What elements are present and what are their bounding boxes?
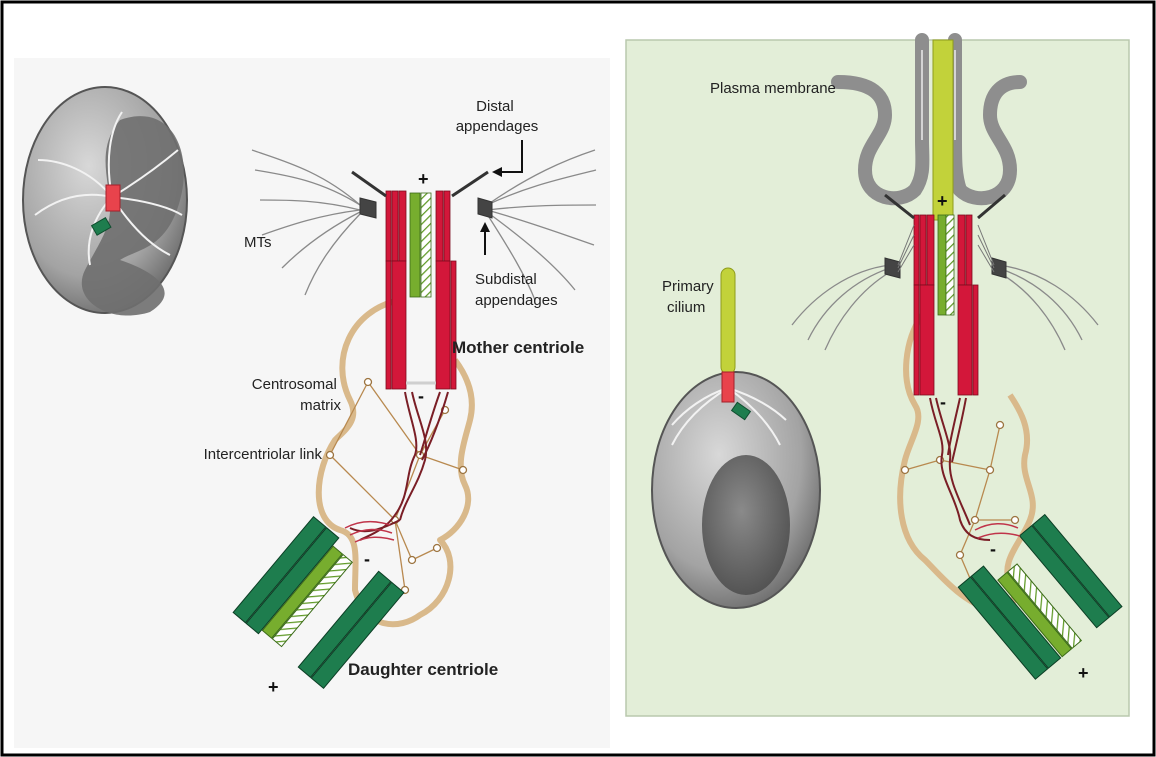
plasma-membrane-label: Plasma membrane	[710, 80, 836, 97]
left-mother-minus-sign: -	[418, 386, 424, 406]
intercentriolar-link-label: Intercentriolar link	[204, 446, 323, 463]
right-daughter-plus-sign: +	[1078, 663, 1089, 683]
right-mother-minus-sign: -	[940, 392, 946, 412]
right-cilium-plus-sign: +	[937, 191, 948, 211]
left-mother-plus-sign: +	[418, 169, 429, 189]
left-daughter-plus-sign: +	[268, 677, 279, 697]
left-daughter-minus-sign: -	[364, 549, 370, 569]
mts-label: MTs	[244, 234, 272, 251]
right-daughter-minus-sign: -	[990, 539, 996, 559]
daughter-centriole-label: Daughter centriole	[348, 660, 498, 679]
left-cell-icon	[23, 87, 187, 316]
mother-centriole-label: Mother centriole	[452, 338, 584, 357]
